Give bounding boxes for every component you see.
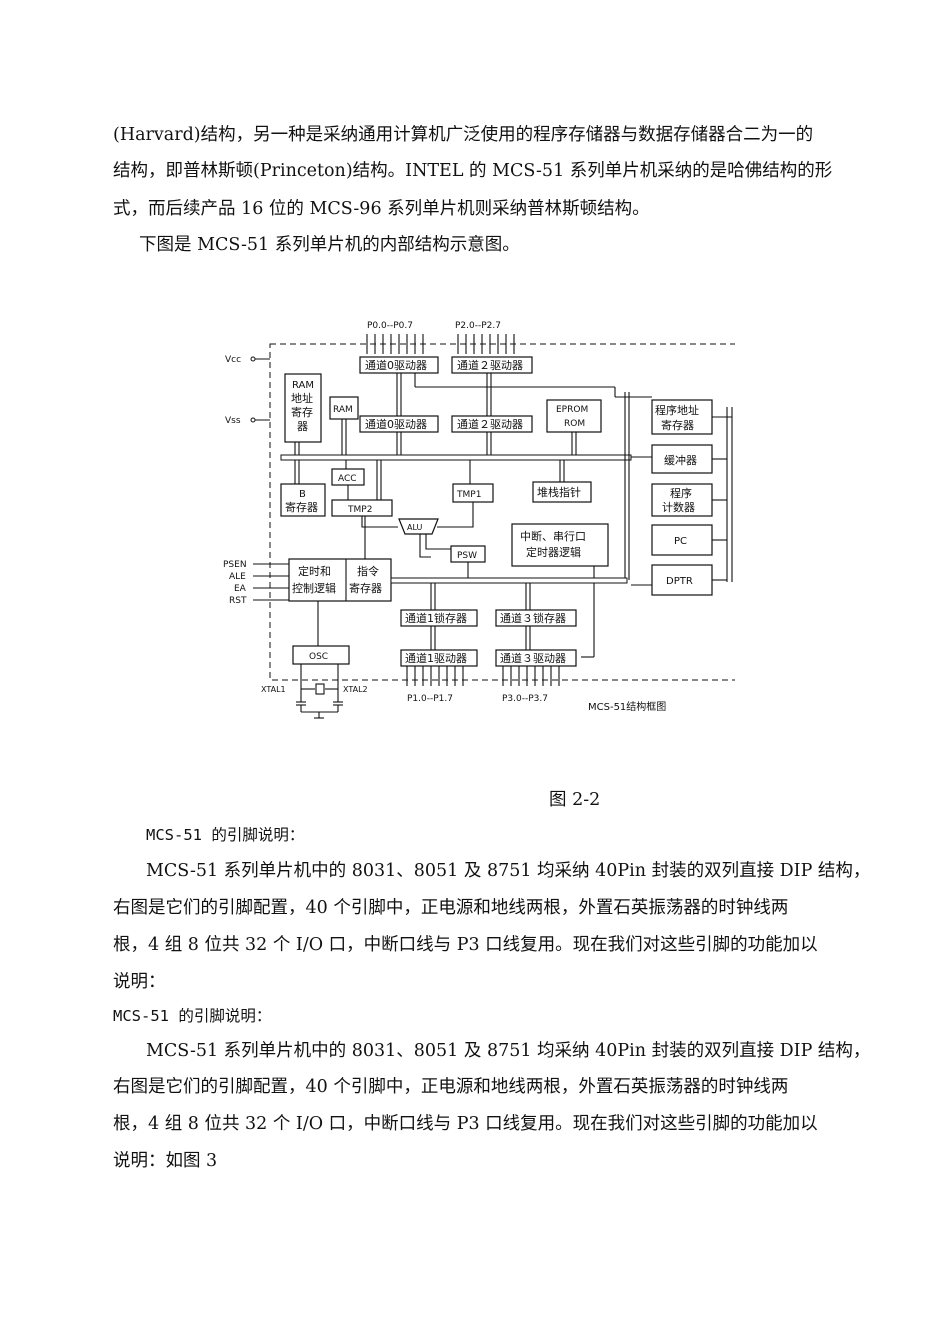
vss-label: Vss: [225, 416, 241, 426]
ch3-latch: [495, 609, 577, 627]
svg-text:通道３驱动器: 通道３驱动器: [500, 651, 566, 665]
internal-bus: [280, 454, 632, 461]
paragraph-line: 下图是 MCS-51 系列单片机的内部结构示意图。: [139, 235, 520, 255]
dptr-register: [651, 564, 713, 596]
chip-outline: [269, 343, 735, 681]
svg-text:RAM: RAM: [333, 405, 353, 415]
svg-text:ROM: ROM: [564, 419, 585, 429]
paragraph-line: 右图是它们的引脚配置，40 个引脚中，正电源和地线两根，外置石英振荡器的时钟线两: [113, 898, 789, 918]
ram: [329, 396, 359, 420]
svg-text:ACC: ACC: [338, 474, 357, 484]
paragraph-line: MCS-51 系列单片机中的 8031、8051 及 8751 均采纳 40Pi…: [146, 861, 871, 881]
svg-text:寄存器: 寄存器: [661, 418, 694, 432]
b-register: [280, 483, 326, 517]
svg-text:PSW: PSW: [457, 551, 477, 561]
svg-text:寄存: 寄存: [291, 405, 313, 419]
ale-label: ALE: [229, 572, 246, 582]
svg-text:DPTR: DPTR: [666, 576, 693, 587]
section-heading: MCS-51 的引脚说明：: [146, 826, 305, 844]
buffer: [651, 444, 713, 474]
paragraph-line: 根，4 组 8 位共 32 个 I/O 口，中断口线与 P3 口线复用。现在我们…: [113, 935, 818, 955]
xtal2-label: XTAL2: [343, 685, 368, 694]
svg-text:计数器: 计数器: [662, 501, 695, 514]
p2-pins: [457, 334, 515, 354]
svg-text:TMP1: TMP1: [456, 490, 481, 500]
svg-text:指令: 指令: [357, 564, 379, 578]
ch1-latch: [400, 609, 478, 627]
svg-text:EPROM: EPROM: [556, 405, 588, 415]
svg-text:器: 器: [297, 420, 308, 433]
paragraph-line: 式，而后续产品 16 位的 MCS-96 系列单片机则采纳普林斯顿结构。: [113, 199, 650, 219]
svg-text:TMP2: TMP2: [347, 505, 372, 515]
ram-address-register: [284, 373, 322, 443]
psen-label: PSEN: [223, 560, 247, 570]
svg-text:通道0驱动器: 通道0驱动器: [365, 417, 427, 431]
timing-control-instruction-register: [288, 558, 392, 602]
svg-text:PC: PC: [674, 536, 687, 547]
eprom-rom: [546, 399, 602, 433]
paragraph-line: MCS-51 系列单片机中的 8031、8051 及 8751 均采纳 40Pi…: [146, 1041, 871, 1061]
figure-caption: 图 2-2: [549, 790, 601, 810]
p0-pins: [366, 334, 424, 354]
interrupt-serial-timer-logic: [511, 523, 609, 567]
svg-text:通道３锁存器: 通道３锁存器: [500, 611, 566, 625]
program-counter-label: [651, 483, 713, 517]
ch2-driver: [451, 415, 533, 433]
p2-label: P2.0--P2.7: [455, 321, 501, 331]
svg-text:定时和: 定时和: [298, 564, 331, 578]
p1-label: P1.0--P1.7: [407, 694, 453, 704]
svg-text:寄存器: 寄存器: [285, 500, 318, 514]
svg-text:缓冲器: 缓冲器: [664, 453, 697, 467]
svg-text:通道1锁存器: 通道1锁存器: [405, 611, 467, 625]
vcc-label: Vcc: [225, 355, 241, 365]
lower-bus: [390, 577, 628, 584]
svg-text:通道２驱动器: 通道２驱动器: [457, 417, 523, 431]
section-heading: MCS-51 的引脚说明：: [113, 1007, 272, 1025]
svg-text:通道0驱动器: 通道0驱动器: [365, 358, 427, 372]
svg-text:中断、串行口: 中断、串行口: [520, 529, 586, 543]
svg-text:OSC: OSC: [309, 652, 328, 662]
p3-pins: [502, 666, 560, 686]
svg-text:程序: 程序: [670, 486, 692, 500]
svg-text:RAM: RAM: [292, 380, 314, 391]
p0-label: P0.0--P0.7: [367, 321, 413, 331]
svg-text:控制逻辑: 控制逻辑: [292, 581, 336, 595]
svg-text:通道1驱动器: 通道1驱动器: [405, 651, 467, 665]
stack-pointer: [532, 481, 592, 503]
paragraph-line: 根，4 组 8 位共 32 个 I/O 口，中断口线与 P3 口线复用。现在我们…: [113, 1114, 818, 1134]
svg-text:堆栈指针: 堆栈指针: [537, 485, 581, 499]
svg-text:ALU: ALU: [407, 523, 423, 532]
mcs51-block-diagram: P0.0--P0.7 P2.0--P2.7 Vcc Vss 通道0驱动器 通道２…: [223, 321, 735, 719]
paragraph-line: 结构，即普林斯顿(Princeton)结构。INTEL 的 MCS-51 系列单…: [113, 161, 833, 181]
ch0-driver: [359, 415, 439, 433]
paragraph-line: 说明：: [113, 972, 166, 992]
svg-text:寄存器: 寄存器: [349, 581, 382, 595]
paragraph-line: (Harvard)结构，另一种是采纳通用计算机广泛使用的程序存储器与数据存储器合…: [113, 125, 814, 145]
svg-text:定时器逻辑: 定时器逻辑: [526, 545, 581, 559]
paragraph-line: 说明：如图 3: [113, 1151, 218, 1171]
svg-text:地址: 地址: [291, 391, 313, 405]
ea-label: EA: [234, 584, 247, 594]
oscillator: [292, 645, 350, 665]
p1-pins: [406, 666, 464, 686]
xtal1-label: XTAL1: [261, 685, 286, 694]
paragraph-line: 右图是它们的引脚配置，40 个引脚中，正电源和地线两根，外置石英振荡器的时钟线两: [113, 1077, 789, 1097]
svg-text:通道２驱动器: 通道２驱动器: [457, 358, 523, 372]
svg-text:程序地址: 程序地址: [655, 403, 699, 417]
rst-label: RST: [229, 596, 247, 606]
svg-text:B: B: [299, 489, 306, 500]
ch0-driver-top: [359, 356, 439, 374]
ch2-driver-top: [451, 356, 533, 374]
diagram-title: MCS-51结构框图: [588, 700, 666, 713]
alu: [398, 518, 439, 535]
ch3-driver: [495, 649, 577, 667]
p3-label: P3.0--P3.7: [502, 694, 548, 704]
